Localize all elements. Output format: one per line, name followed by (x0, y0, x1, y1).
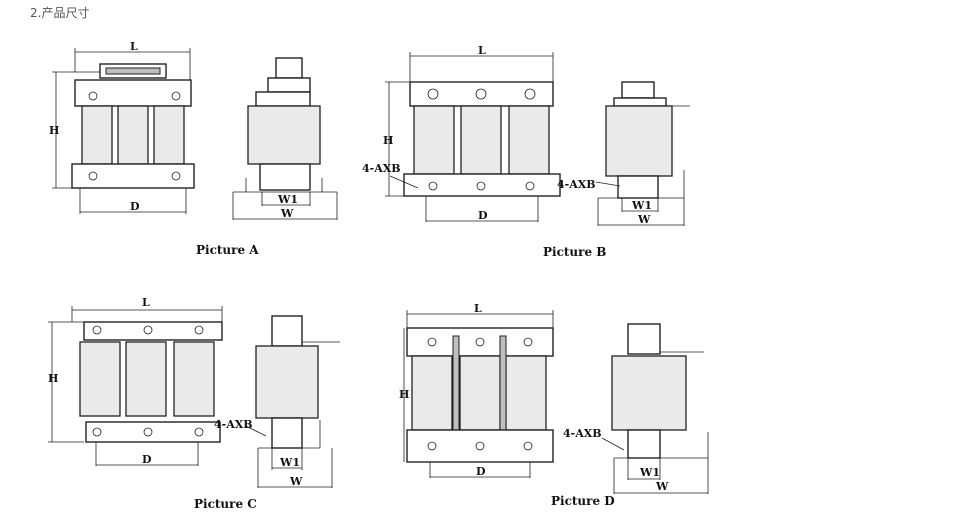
dim-w1-label-a: W1 (277, 193, 298, 206)
dim-axb-label-b-side: 4-AXB (557, 178, 596, 191)
dim-axb-label-d: 4-AXB (563, 427, 602, 440)
dim-h-label-a: H (49, 124, 59, 137)
dim-w-label-b: W (637, 213, 651, 226)
picture-d-front-view (403, 310, 554, 478)
dim-axb-label-c: 4-AXB (214, 418, 253, 431)
dim-h-label-c: H (48, 372, 58, 385)
picture-c-front-view (48, 306, 223, 466)
picture-a-side-view (232, 57, 338, 220)
dim-w-label-c: W (289, 475, 303, 488)
dim-axb-label-b-front: 4-AXB (362, 162, 401, 175)
section-heading: 2.产品尺寸 (30, 6, 90, 20)
dim-d-label-a: D (130, 200, 140, 213)
picture-b-caption: Picture B (543, 245, 606, 259)
picture-c-side-view (245, 315, 340, 488)
dim-d-label-c: D (142, 453, 152, 466)
dim-h-label-d: H (399, 388, 409, 401)
picture-d-caption: Picture D (551, 494, 615, 508)
picture-d-side-view (601, 323, 709, 494)
dim-w1-label-b: W1 (631, 199, 652, 212)
picture-b-front-view (385, 52, 561, 222)
dim-l-label-a: L (130, 40, 138, 53)
dim-l-label-b: L (478, 44, 486, 57)
dim-w-label-a: W (280, 207, 294, 220)
dim-l-label-d: L (474, 302, 482, 315)
dim-l-label-c: L (142, 296, 150, 309)
dim-w1-label-d: W1 (639, 466, 660, 479)
dim-w-label-d: W (655, 480, 669, 493)
dim-d-label-d: D (476, 465, 486, 478)
picture-b-side-view (595, 81, 690, 226)
picture-a-front-view (52, 48, 195, 214)
dim-d-label-b: D (478, 209, 488, 222)
picture-c-caption: Picture C (194, 497, 257, 511)
picture-a-caption: Picture A (196, 243, 259, 257)
dim-h-label-b: H (383, 134, 393, 147)
dim-w1-label-c: W1 (279, 456, 300, 469)
